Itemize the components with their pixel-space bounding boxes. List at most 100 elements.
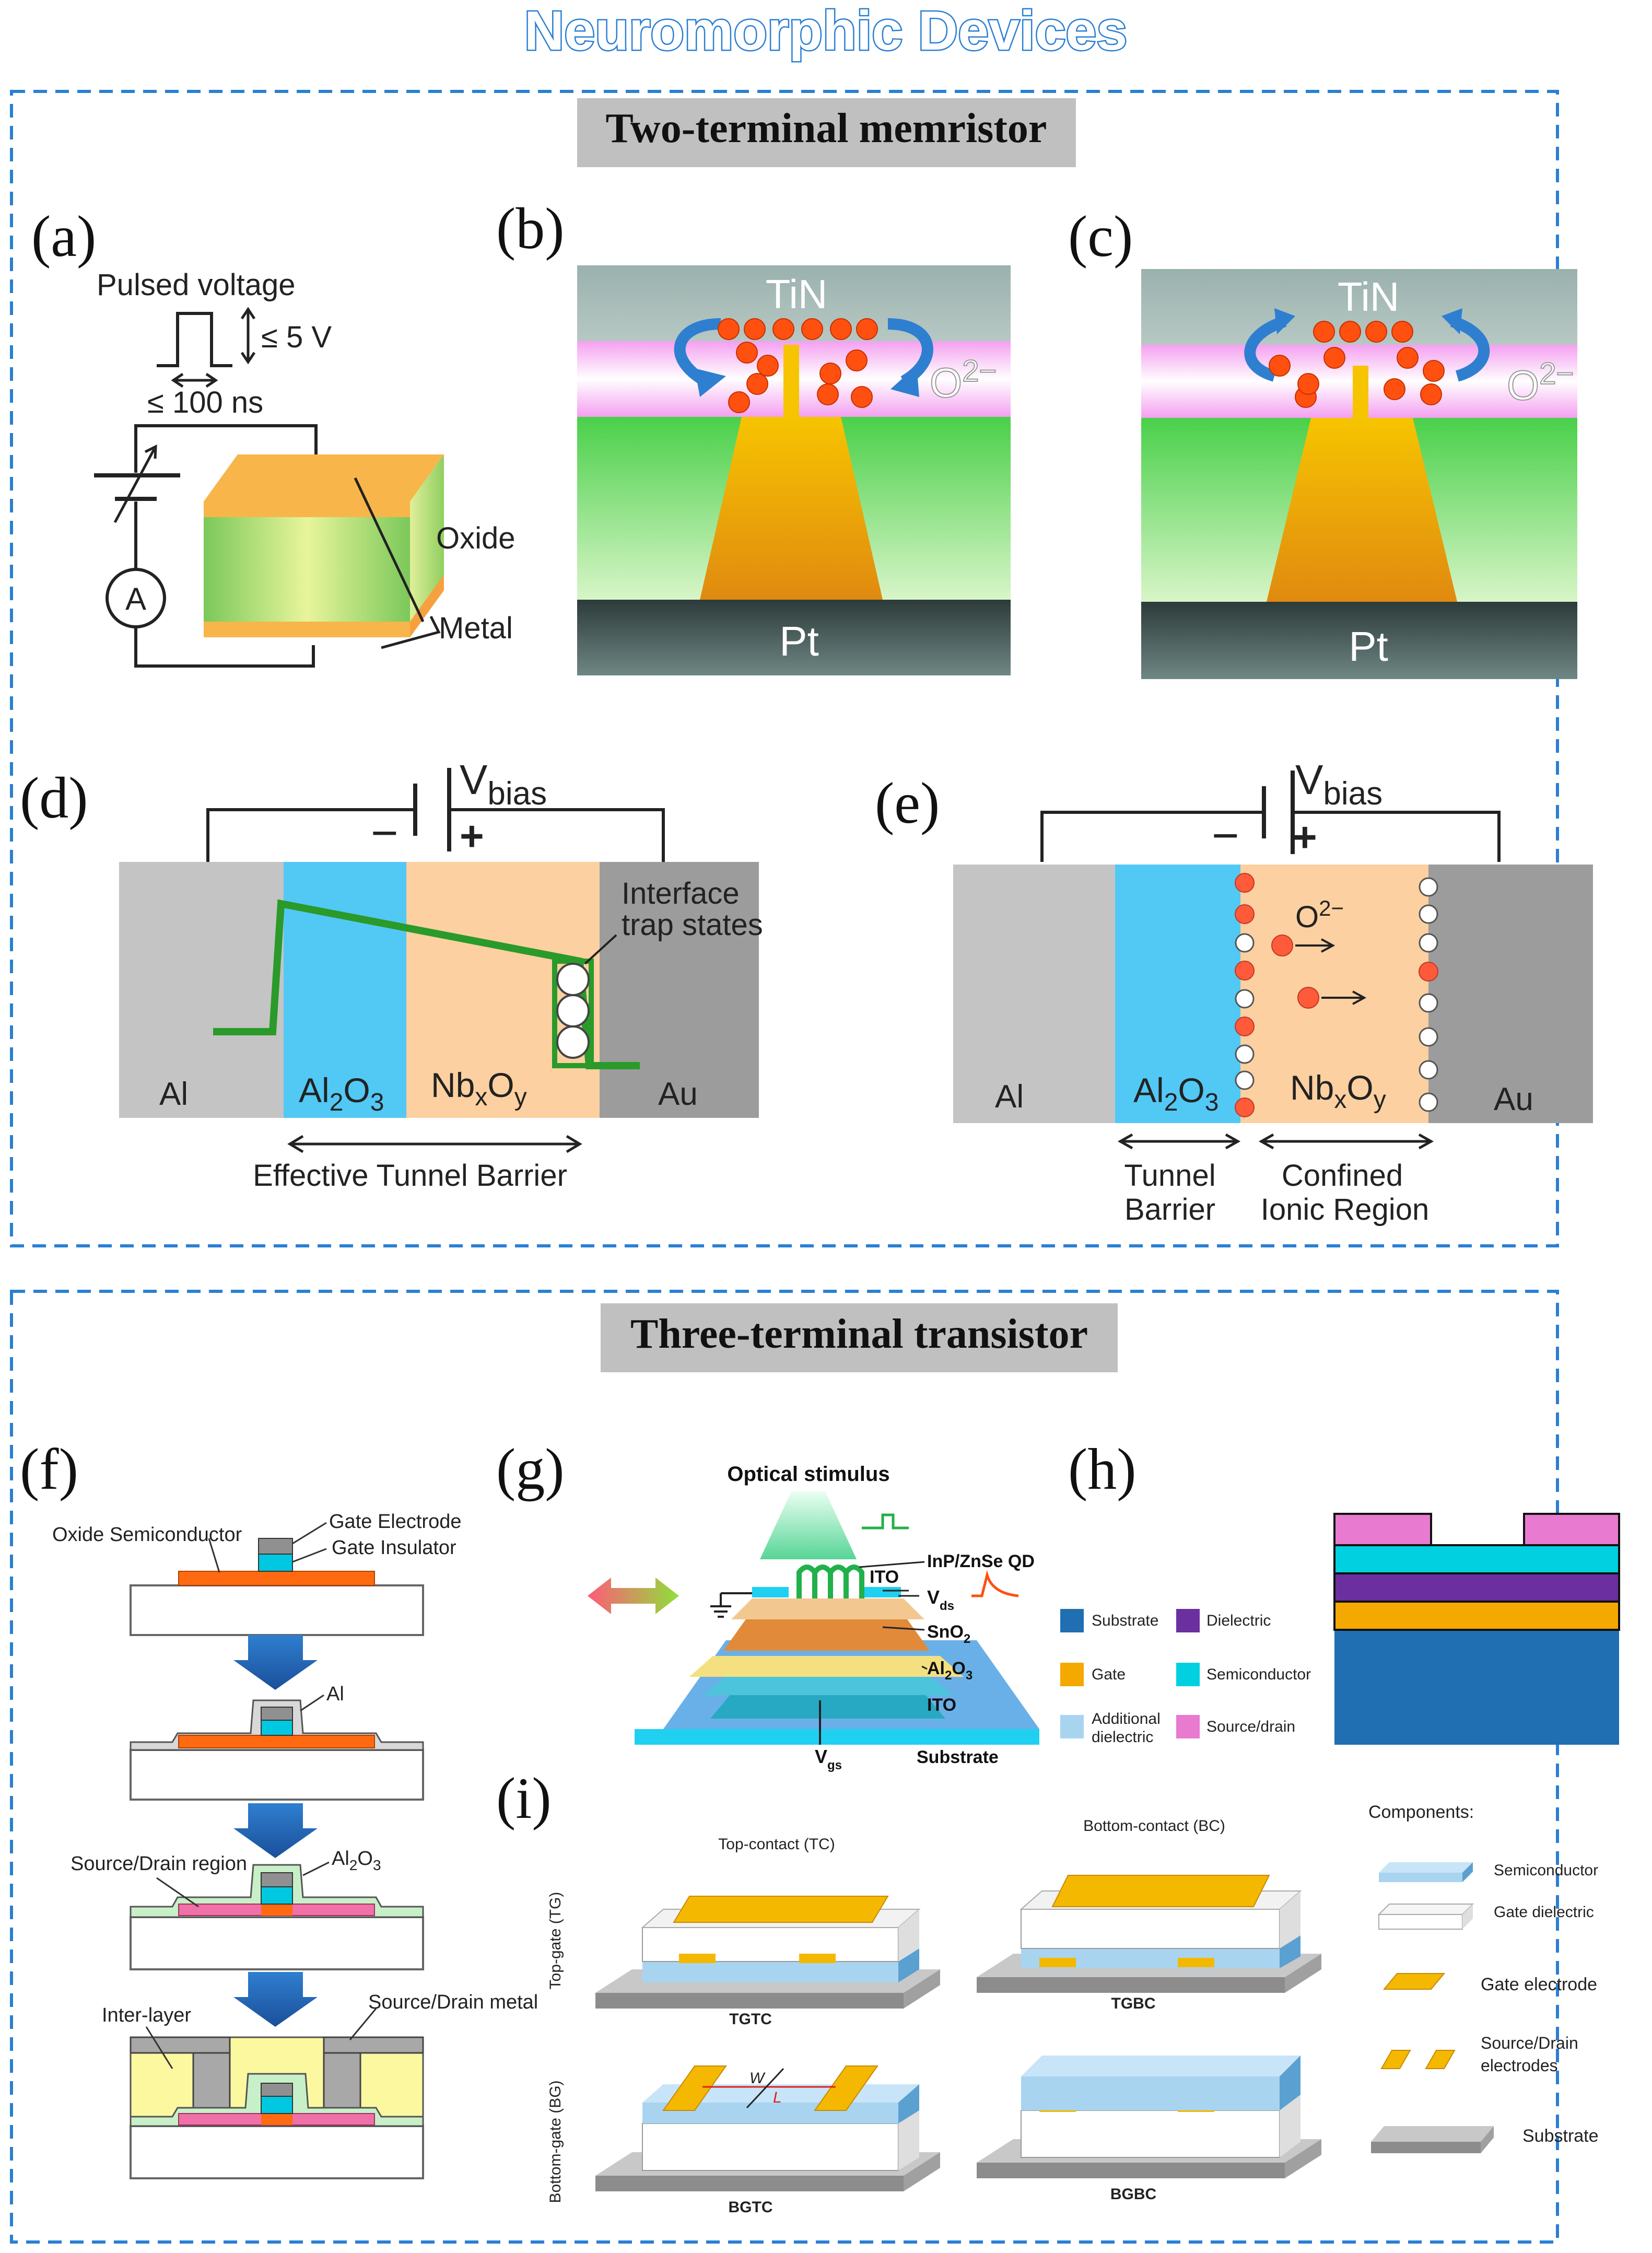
tgtc-label: TGTC — [729, 2011, 772, 2028]
legend-label-additional-dielectric-1: Additional — [1092, 1710, 1161, 1727]
sno2-layer — [723, 1614, 930, 1651]
label-lines-step3 — [156, 1861, 330, 1908]
al-label-line — [300, 1694, 324, 1712]
component-source-drain: Source/Drain electrodes — [1380, 2034, 1578, 2075]
page-title: Neuromorphic Devices — [524, 0, 1128, 62]
bias-battery-icon-e — [1262, 771, 1295, 854]
optical-pulse-icon — [862, 1513, 909, 1530]
battery-icon — [94, 473, 180, 501]
ito-top-electrode-left — [752, 1587, 789, 1597]
ito-bottom-layer-2 — [702, 1674, 953, 1695]
ito-top-label: ITO — [870, 1567, 899, 1587]
cube-side-bottom-metal — [410, 575, 444, 637]
tin-label-c: TiN — [1338, 274, 1399, 320]
tunnel-label-1: Tunnel — [1124, 1159, 1215, 1193]
down-arrow-2 — [233, 1803, 318, 1858]
layer-au-e: Au — [1494, 1081, 1533, 1117]
component-substrate: Substrate — [1371, 2126, 1599, 2153]
components-title: Components: — [1368, 1802, 1474, 1822]
layer-al-d: Al — [159, 1076, 188, 1112]
source-drain-region-label: Source/Drain region — [71, 1853, 247, 1875]
down-arrow-1 — [233, 1635, 318, 1690]
gate-electrode-step3 — [261, 1872, 293, 1887]
ion-motion-arrow-2 — [1321, 990, 1367, 1005]
light-beam — [760, 1491, 857, 1559]
filament-cone-c — [1267, 418, 1457, 602]
panel-label-a: (a) — [31, 204, 96, 269]
panel-i-diagram: Top-contact (TC) Bottom-contact (BC) Top… — [547, 1802, 1599, 2216]
oxide-semiconductor-step1 — [178, 1571, 375, 1586]
oxide-pointer — [354, 477, 425, 623]
gate-insulator-step4 — [261, 2096, 293, 2114]
layer-al2o3-d: Al — [299, 1071, 330, 1110]
substrate-step3 — [130, 1916, 424, 1970]
legend-swatch-semiconductor — [1176, 1663, 1200, 1686]
vbias-sub-e: bias — [1323, 776, 1382, 812]
section-header-memristor — [577, 98, 1076, 167]
h-substrate-layer — [1334, 1630, 1619, 1745]
svg-text:Al2O3: Al2O3 — [1133, 1071, 1219, 1116]
panel-d-diagram: Vbias − + Interface trap states Al Al2O3… — [119, 756, 763, 1193]
substrate-step1 — [130, 1584, 424, 1636]
ion-flow-arrow-left-c — [1244, 316, 1287, 382]
device-tgbc: TGBC — [977, 1875, 1321, 2012]
ion-flow-arrowhead-right-c — [1442, 308, 1462, 334]
variable-arrow-icon — [113, 444, 157, 523]
bidirectional-arrow-icon — [588, 1578, 679, 1614]
mobile-ion-1 — [1271, 935, 1293, 956]
oxygen-ion-label-e: O2− — [1295, 896, 1344, 934]
g-label-lines — [859, 1561, 928, 1670]
bias-circuit-wire-e — [1040, 811, 1501, 862]
legend-swatch-substrate — [1060, 1609, 1084, 1632]
section-frame-transistor — [10, 1290, 1559, 2244]
legend-label-gate: Gate — [1092, 1666, 1126, 1683]
tunnel-label-2: Barrier — [1124, 1193, 1215, 1227]
ground-icon — [710, 1592, 752, 1618]
bgbc-label: BGBC — [1110, 2186, 1156, 2203]
tunnel-arrow-e — [1117, 1133, 1241, 1150]
component-label-gate-dielectric: Gate dielectric — [1494, 1904, 1594, 1921]
device-bgbc: BGBC — [977, 2056, 1321, 2203]
ionic-arrow-e — [1258, 1133, 1434, 1150]
oxygen-ions-c — [1269, 321, 1445, 408]
duration-limit-label: ≤ 100 ns — [147, 386, 263, 419]
row-label-tg: Top-gate (TG) — [547, 1892, 564, 1990]
legend-label-substrate: Substrate — [1092, 1612, 1158, 1629]
filament-neck — [783, 345, 799, 418]
svg-text:Al2O3: Al2O3 — [299, 1071, 384, 1116]
sno2-label: SnO — [927, 1622, 964, 1642]
svg-text:NbxOy: NbxOy — [1290, 1068, 1386, 1114]
filament-cone — [700, 417, 883, 600]
gate-insulator-step1 — [258, 1554, 293, 1572]
interface-pointer — [584, 934, 617, 965]
substrate-step2 — [130, 1749, 424, 1801]
section-title-transistor: Three-terminal transistor — [630, 1311, 1088, 1357]
optical-stimulus-label: Optical stimulus — [727, 1463, 889, 1486]
minus-sign-d: − — [371, 807, 399, 859]
panel-label-h: (h) — [1068, 1437, 1137, 1502]
gate-electrode-step4 — [261, 2083, 293, 2097]
ion-flow-arrowhead-left — [695, 368, 726, 397]
panel-label-e: (e) — [875, 771, 940, 836]
substrate-step4 — [130, 2125, 424, 2179]
bias-battery-icon-d — [413, 768, 451, 851]
gate-electrode-step2 — [261, 1707, 293, 1721]
oxygen-ion-label-b: O2− — [930, 354, 997, 406]
barrier-label-d: Effective Tunnel Barrier — [253, 1159, 567, 1193]
tin-label-b: TiN — [766, 271, 827, 317]
ammeter-label: A — [125, 581, 146, 616]
oxide-semiconductor-label: Oxide Semiconductor — [52, 1524, 242, 1546]
cube-front — [204, 501, 410, 637]
label-lines-step4 — [145, 2008, 377, 2069]
h-dielectric-layer — [1333, 1572, 1620, 1603]
gate-insulator-label: Gate Insulator — [332, 1537, 456, 1559]
circuit-wire — [134, 424, 318, 668]
ion-flow-arrow-left — [674, 318, 721, 389]
legend-label-dielectric: Dielectric — [1206, 1612, 1271, 1629]
panel-c-diagram: TiN Pt O2− — [1141, 269, 1577, 679]
cube-bottom-metal — [204, 622, 410, 637]
trap-state-3 — [556, 1025, 590, 1059]
panel-a-diagram: Pulsed voltage ≤ 5 V ≤ 100 ns A Oxide Me… — [94, 268, 515, 668]
substrate-label-g: Substrate — [917, 1747, 999, 1767]
pulsed-voltage-label: Pulsed voltage — [97, 268, 295, 302]
